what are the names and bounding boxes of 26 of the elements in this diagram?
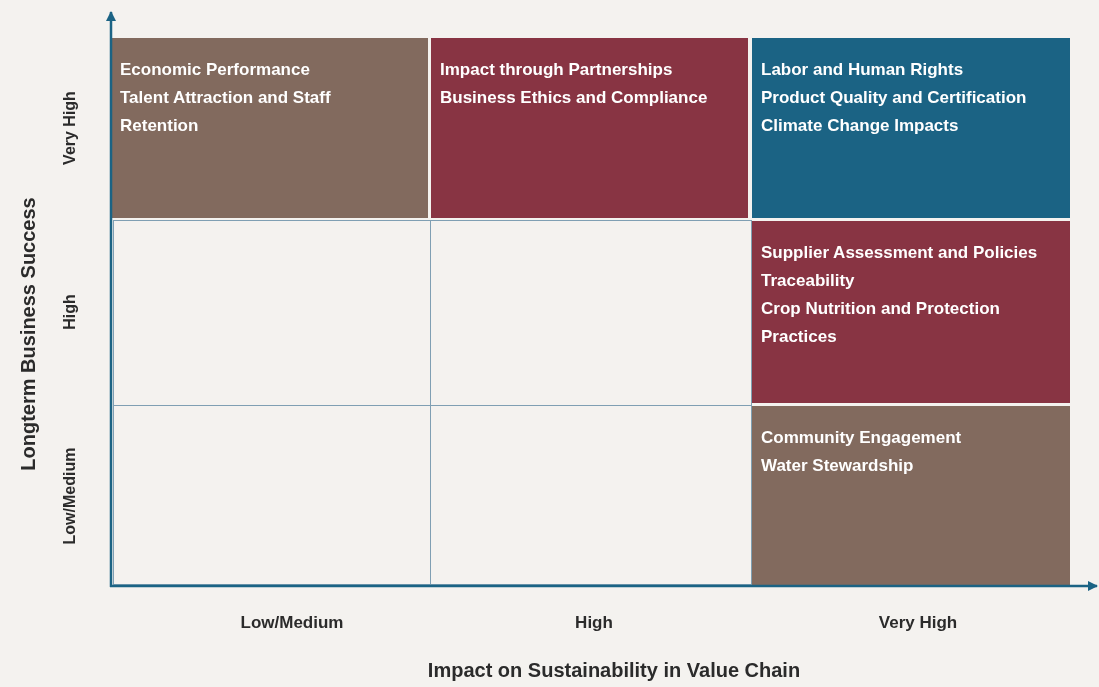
tick-label: Low/Medium — [240, 613, 344, 633]
matrix-cell — [431, 38, 748, 218]
topic-text: Impact through Partnerships — [440, 59, 674, 81]
axis-title: Impact on Sustainability in Value Chain — [427, 658, 801, 682]
matrix-cell — [752, 406, 1070, 585]
tick-label: High — [575, 613, 613, 633]
topic-text: Community Engagement — [761, 427, 963, 449]
topic-text: Supplier Assessment and Policies — [761, 242, 1039, 264]
topic-text: Talent Attraction and Staff Retention — [120, 87, 332, 137]
topic-text: Business Ethics and Compliance — [440, 87, 709, 109]
topic-text: Economic Performance — [120, 59, 311, 81]
topic-text: Water Stewardship — [761, 455, 915, 477]
matrix-cell — [111, 38, 428, 218]
topic-text: Crop Nutrition and Protection Practices — [761, 298, 1001, 348]
empty-cell — [113, 405, 431, 585]
topic-text: Climate Change Impacts — [761, 115, 960, 137]
topic-text: Labor and Human Rights — [761, 59, 965, 81]
empty-cell — [113, 220, 431, 406]
tick-label: Very High — [61, 91, 79, 165]
topic-text: Traceability — [761, 270, 856, 292]
topic-text: Product Quality and Certification — [761, 87, 1028, 109]
matrix-cell — [752, 38, 1070, 218]
axis-title: Longterm Business Success — [16, 197, 40, 471]
tick-label: Very High — [878, 613, 958, 633]
matrix-cell — [752, 221, 1070, 403]
tick-label: Low/Medium — [61, 447, 79, 545]
